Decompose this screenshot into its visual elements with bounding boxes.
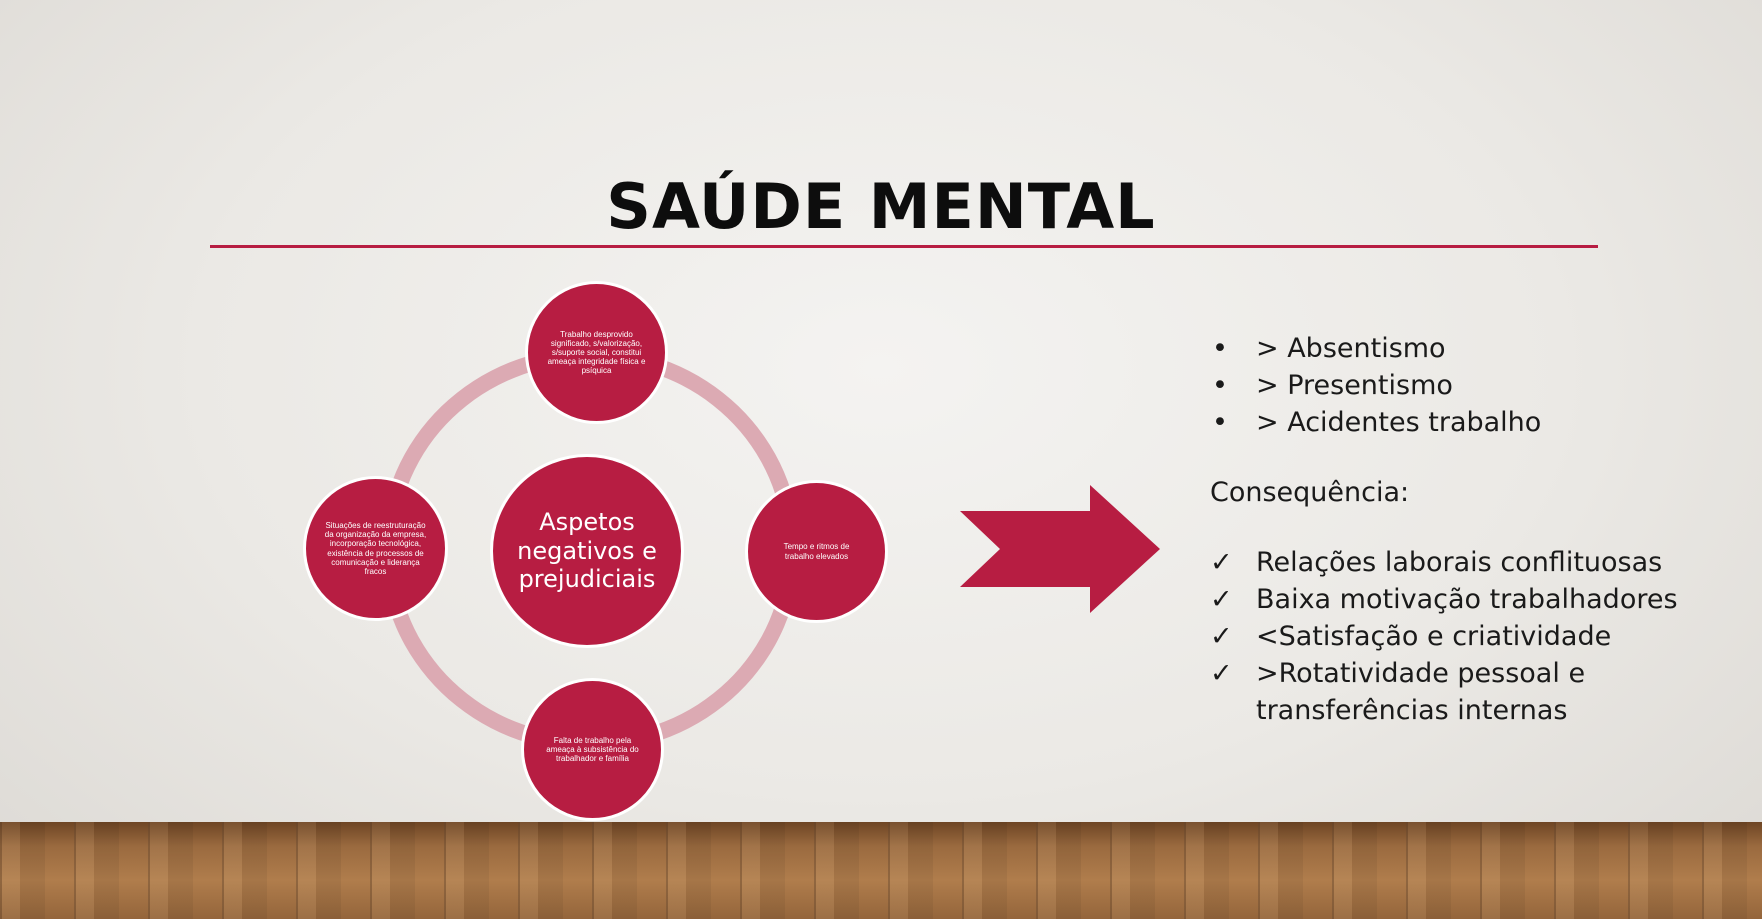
list-item: ✓ <Satisfação e criatividade (1210, 618, 1730, 655)
node-bottom-label: Falta de trabalho pela ameaça à subsistê… (546, 735, 639, 764)
list-item-text: <Satisfação e criatividade (1256, 621, 1612, 652)
node-left-label: Situações de reestruturação da organizaç… (324, 520, 427, 576)
list-item: ✓ Relações laborais conflituosas (1210, 544, 1730, 581)
chevron-arrow-right-icon (960, 485, 1160, 613)
check-icon: ✓ (1210, 547, 1233, 578)
node-right: Tempo e ritmos de trabalho elevados (745, 480, 888, 623)
effects-list: • > Absentismo • > Presentismo • > Acide… (1210, 330, 1730, 441)
list-item: ✓ >Rotatividade pessoal e transferências… (1210, 655, 1730, 729)
node-left: Situações de reestruturação da organizaç… (303, 476, 448, 621)
title-underline (210, 245, 1598, 248)
list-item: • > Presentismo (1210, 367, 1730, 404)
node-center: Aspetos negativos e prejudiciais (490, 454, 684, 648)
bullet-mark: • (1212, 370, 1228, 401)
node-right-label: Tempo e ritmos de trabalho elevados (783, 542, 850, 561)
node-center-label: Aspetos negativos e prejudiciais (517, 507, 657, 594)
list-item-text: >Rotatividade pessoal e transferências i… (1256, 658, 1586, 726)
check-icon: ✓ (1210, 584, 1233, 615)
slide-title: SAÚDE MENTAL (606, 170, 1156, 243)
list-item-text: > Absentismo (1256, 333, 1446, 364)
bullet-mark: • (1212, 407, 1228, 438)
list-item: ✓ Baixa motivação trabalhadores (1210, 581, 1730, 618)
consequence-list: ✓ Relações laborais conflituosas ✓ Baixa… (1210, 544, 1730, 729)
list-item-text: Baixa motivação trabalhadores (1256, 584, 1678, 615)
wooden-floor (0, 822, 1762, 919)
list-item: • > Acidentes trabalho (1210, 404, 1730, 441)
arrow-shape (960, 485, 1160, 613)
bullet-mark: • (1212, 333, 1228, 364)
check-icon: ✓ (1210, 621, 1233, 652)
list-item-text: > Presentismo (1256, 370, 1453, 401)
list-item: • > Absentismo (1210, 330, 1730, 367)
node-bottom: Falta de trabalho pela ameaça à subsistê… (521, 678, 664, 821)
consequences-panel: • > Absentismo • > Presentismo • > Acide… (1210, 330, 1730, 729)
check-icon: ✓ (1210, 658, 1233, 689)
consequence-heading: Consequência: (1210, 477, 1410, 508)
node-top: Trabalho desprovido significado, s/valor… (525, 281, 668, 424)
node-top-label: Trabalho desprovido significado, s/valor… (547, 329, 646, 376)
list-item-text: > Acidentes trabalho (1256, 407, 1542, 438)
list-item-text: Relações laborais conflituosas (1256, 547, 1663, 578)
